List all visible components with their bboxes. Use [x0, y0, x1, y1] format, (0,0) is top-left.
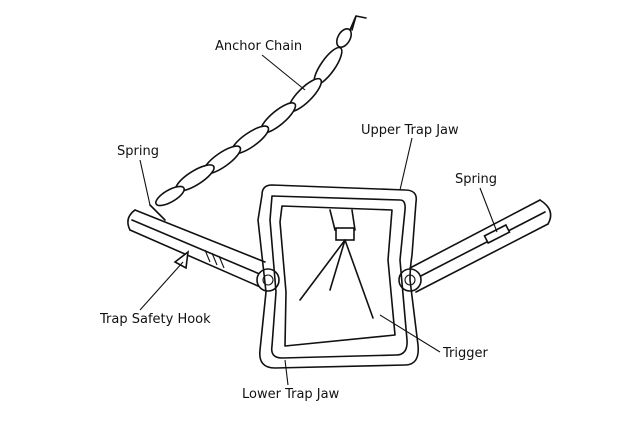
right-spring [398, 199, 552, 293]
label-trigger: Trigger [442, 346, 488, 361]
label-trap-safety-hook: Trap Safety Hook [99, 312, 211, 327]
label-upper-trap-jaw: Upper Trap Jaw [361, 123, 459, 138]
label-spring-left: Spring [117, 144, 159, 159]
anchor-chain [155, 15, 367, 207]
label-lower-trap-jaw: Lower Trap Jaw [242, 387, 340, 402]
left-spring [127, 204, 280, 292]
trap-jaws [257, 184, 420, 369]
leader-lines [139, 54, 498, 386]
label-spring-right: Spring [455, 172, 497, 187]
safety-hook [173, 250, 190, 270]
label-anchor-chain: Anchor Chain [215, 39, 302, 54]
trigger [299, 239, 374, 319]
